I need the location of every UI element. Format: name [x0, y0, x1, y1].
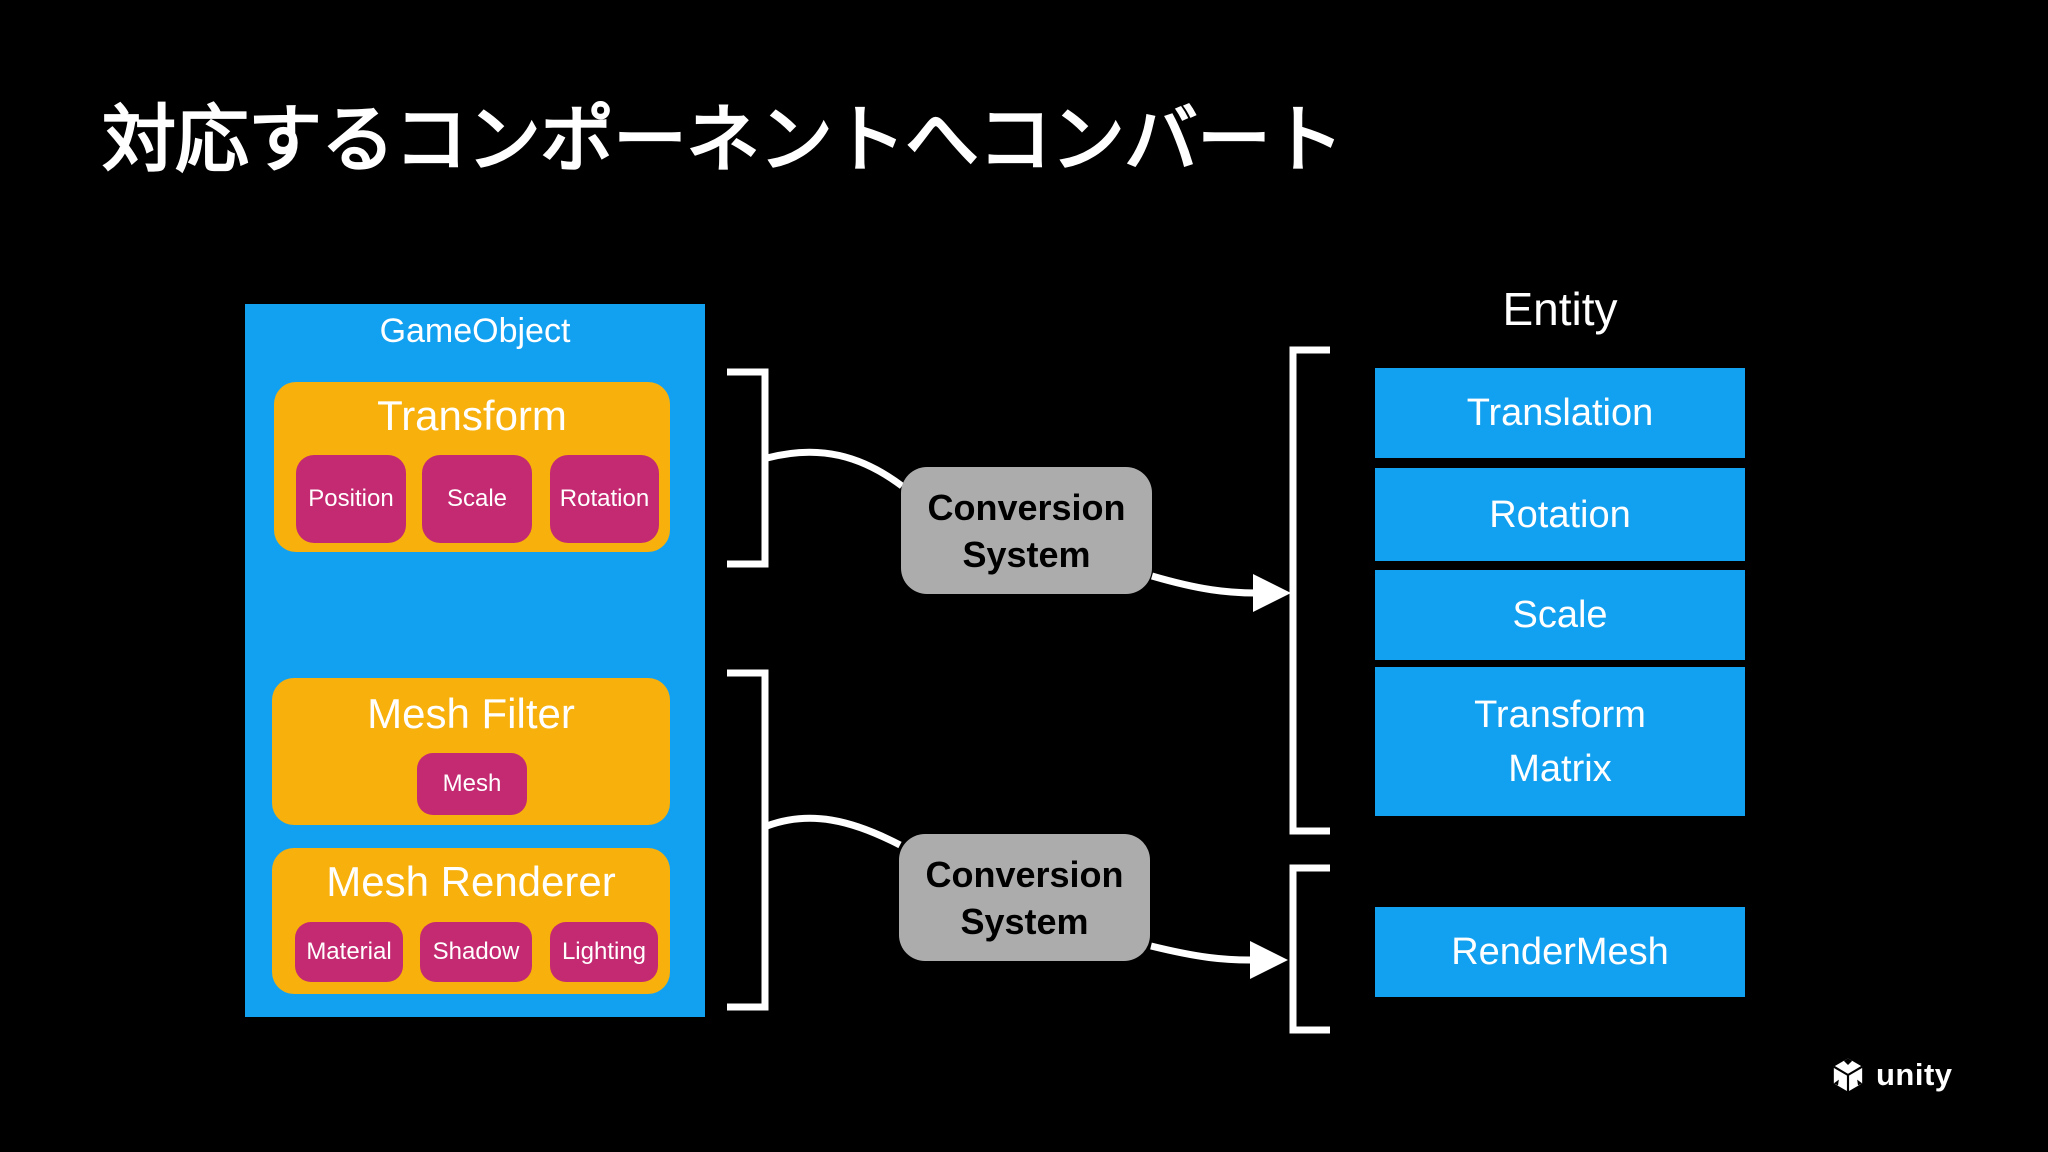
field-pill-material: Material: [295, 922, 403, 982]
field-pill-position: Position: [296, 455, 406, 543]
entity-row-scale: Scale: [1375, 570, 1745, 660]
arrow-conversion2-head: [1250, 941, 1288, 979]
conversion-system-box-1: Conversion System: [901, 467, 1152, 594]
arrow-conversion1-head: [1253, 574, 1291, 612]
bracket-left-mesh: [727, 669, 769, 1011]
curve-transform-to-conversion: [766, 448, 905, 489]
unity-wordmark: unity: [1876, 1057, 1953, 1092]
bracket-left-transform: [727, 368, 769, 568]
arrow-conversion1-line: [1151, 572, 1257, 597]
field-pill-lighting: Lighting: [550, 922, 658, 982]
bracket-right-rendermesh: [1289, 864, 1330, 1034]
entity-title: Entity: [1502, 283, 1618, 335]
conversion-system-box-2: Conversion System: [899, 834, 1150, 961]
field-pill-rotation: Rotation: [550, 455, 659, 543]
mesh-filter-label: Mesh Filter: [367, 690, 575, 737]
field-pill-shadow: Shadow: [420, 922, 532, 982]
slide-title: 対応するコンポーネントへコンバート: [102, 98, 1344, 181]
entity-row-transform-matrix: Transform Matrix: [1375, 667, 1745, 816]
gameobject-label: GameObject: [379, 312, 571, 350]
entity-row-translation: Translation: [1375, 368, 1745, 458]
field-pill-mesh: Mesh: [417, 753, 527, 815]
unity-logo: unity: [1828, 1055, 1953, 1095]
arrow-conversion2-line: [1150, 942, 1251, 964]
entity-row-rotation: Rotation: [1375, 468, 1745, 561]
entity-row-rendermesh: RenderMesh: [1375, 907, 1745, 997]
curve-mesh-to-conversion: [765, 814, 902, 849]
unity-cube-icon: [1828, 1055, 1868, 1095]
transform-label: Transform: [377, 392, 567, 439]
mesh-renderer-label: Mesh Renderer: [326, 858, 616, 905]
bracket-right-entity: [1289, 346, 1330, 835]
field-pill-scale: Scale: [422, 455, 532, 543]
